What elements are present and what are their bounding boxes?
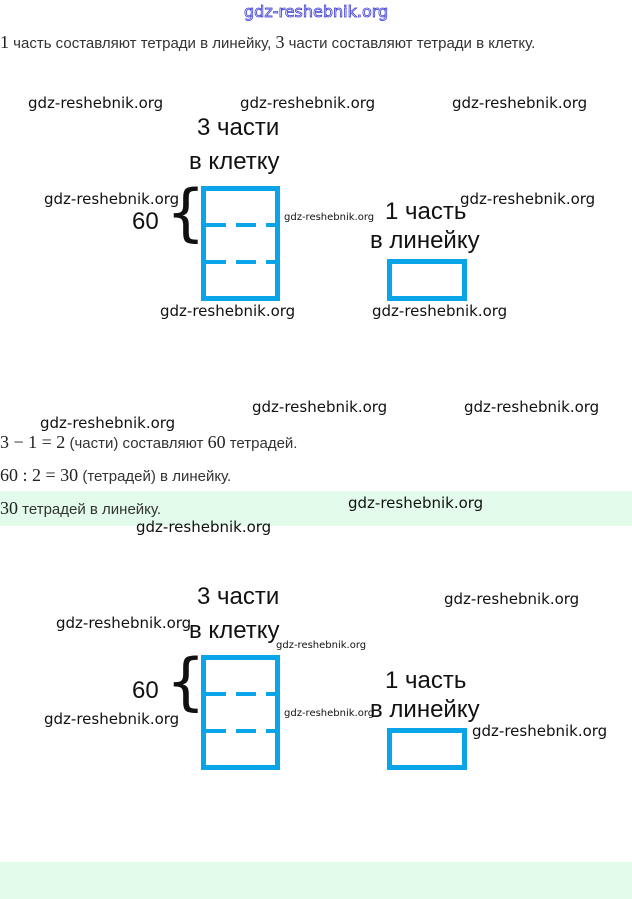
bottom-band: [0, 862, 632, 899]
lined-notebooks-box: [387, 728, 467, 770]
label-grid: в клетку: [189, 617, 280, 644]
brace-icon: {: [166, 645, 206, 718]
watermark: gdz-reshebnik.org: [44, 710, 180, 728]
divider-dash: [206, 223, 276, 227]
step-1: 3 − 1 = 2 (части) составляют 60 тетрадей…: [0, 432, 298, 452]
watermark: gdz-reshebnik.org: [460, 190, 596, 208]
watermark: gdz-reshebnik.org: [472, 722, 608, 740]
watermark: gdz-reshebnik.org: [348, 494, 484, 512]
watermark: gdz-reshebnik.org: [276, 640, 367, 651]
watermark: gdz-reshebnik.org: [28, 94, 164, 112]
intro-text: 1 часть составляют тетради в линейку, 3 …: [0, 32, 536, 52]
brace-icon: {: [166, 176, 206, 249]
watermark-top: gdz-reshebnik.org: [244, 2, 389, 22]
label-1-part: 1 часть: [385, 667, 467, 694]
answer-band: [0, 491, 632, 526]
watermark: gdz-reshebnik.org: [452, 94, 588, 112]
divider-dash: [206, 729, 276, 733]
step-2: 60 : 2 = 30 (тетрадей) в линейку.: [0, 465, 232, 485]
watermark: gdz-reshebnik.org: [136, 518, 272, 536]
watermark: gdz-reshebnik.org: [56, 614, 192, 632]
label-1-part: 1 часть: [385, 198, 467, 225]
watermark: gdz-reshebnik.org: [284, 212, 375, 223]
answer: 30 тетрадей в линейку.: [0, 498, 162, 518]
label-grid: в клетку: [189, 148, 280, 175]
watermark: gdz-reshebnik.org: [372, 302, 508, 320]
label-total: 60: [132, 208, 159, 235]
watermark: gdz-reshebnik.org: [160, 302, 296, 320]
label-lined: в линейку: [370, 227, 480, 254]
watermark: gdz-reshebnik.org: [240, 94, 376, 112]
label-3-parts: 3 части: [197, 114, 280, 141]
watermark: gdz-reshebnik.org: [44, 190, 180, 208]
grid-notebooks-box: [201, 655, 280, 770]
diagram-1: 3 части в клетку 60 { 1 часть в линейку: [0, 0, 632, 340]
grid-notebooks-box: [201, 186, 280, 301]
diagram-2: 3 части в клетку 60 { 1 часть в линейку: [0, 469, 632, 809]
watermark: gdz-reshebnik.org: [252, 398, 388, 416]
label-total: 60: [132, 677, 159, 704]
label-3-parts: 3 части: [197, 583, 280, 610]
divider-dash: [206, 692, 276, 696]
watermark: gdz-reshebnik.org: [464, 398, 600, 416]
watermark: gdz-reshebnik.org: [444, 590, 580, 608]
divider-dash: [206, 260, 276, 264]
watermark: gdz-reshebnik.org: [40, 414, 176, 432]
label-lined: в линейку: [370, 696, 480, 723]
watermark: gdz-reshebnik.org: [284, 708, 375, 719]
lined-notebooks-box: [387, 259, 467, 301]
